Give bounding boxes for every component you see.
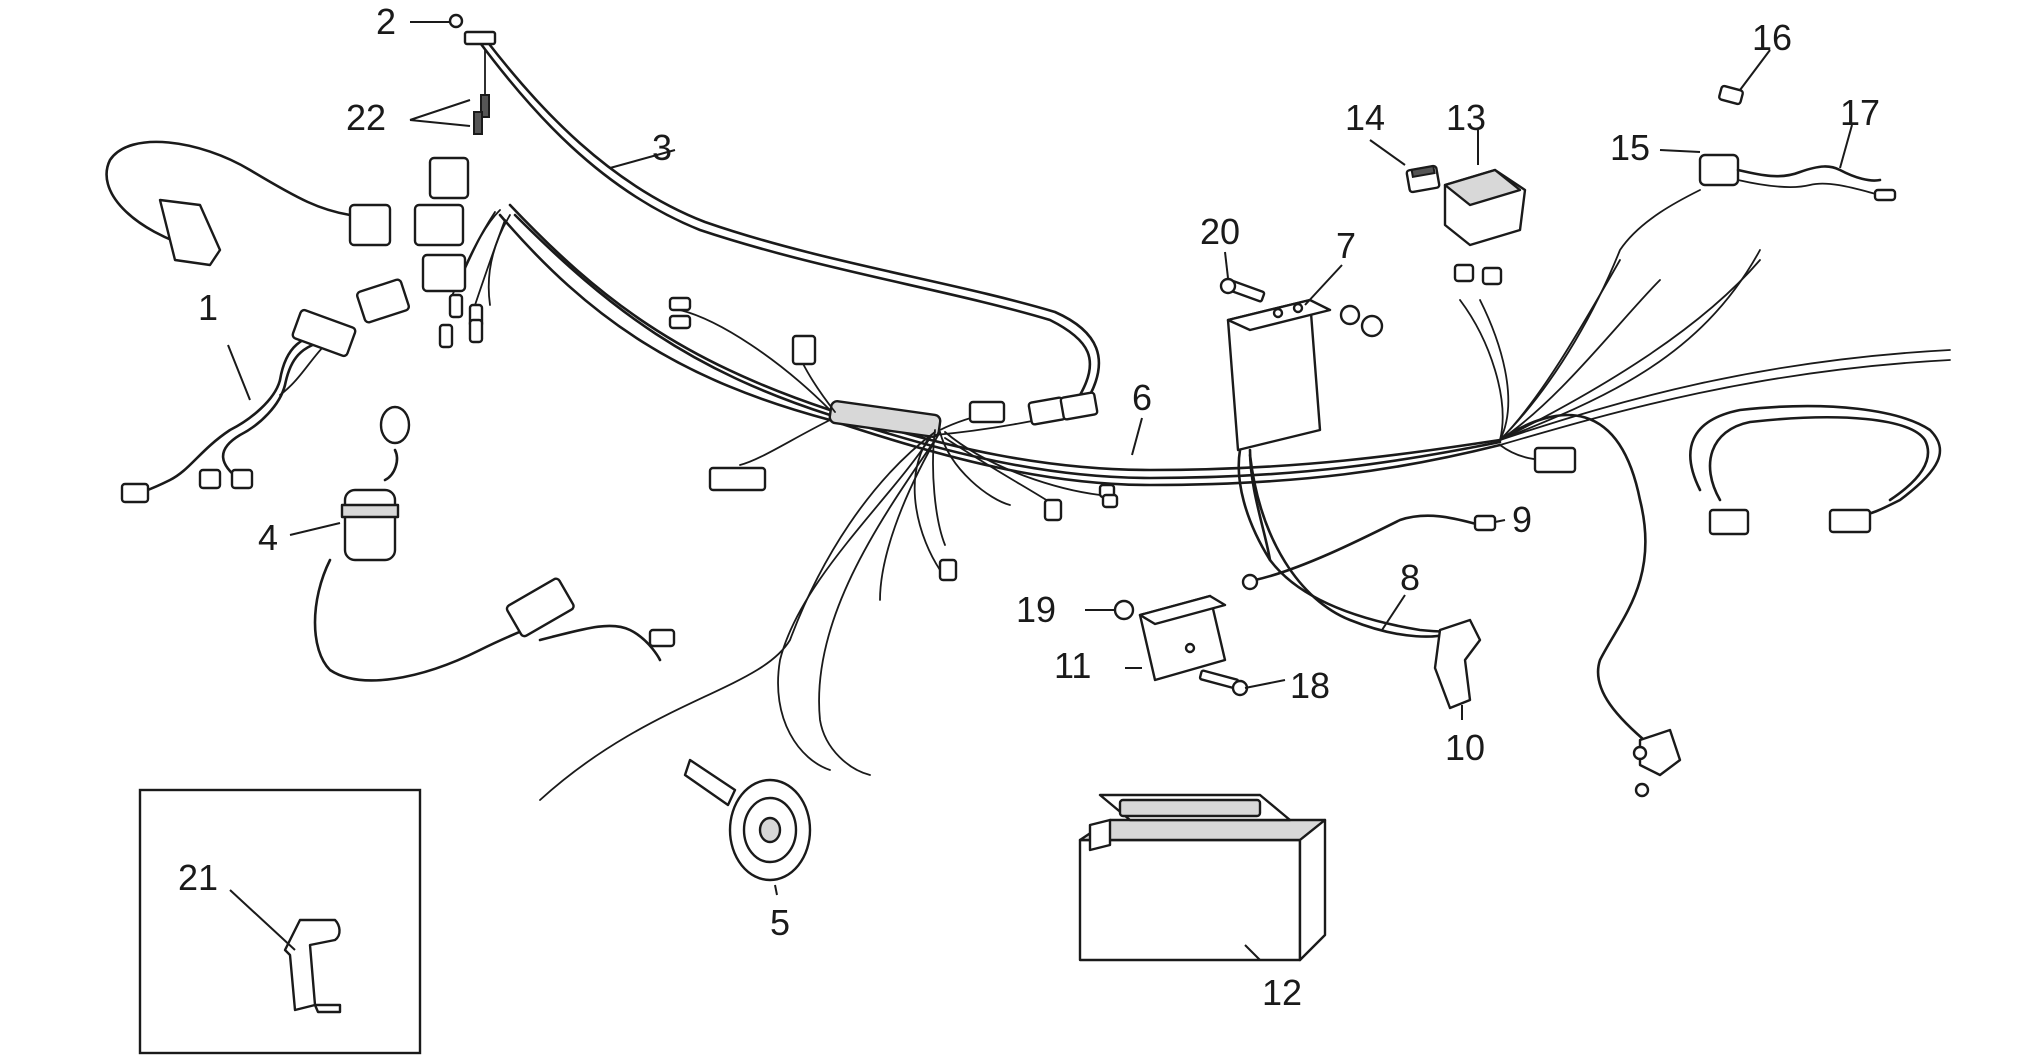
part-18-screw [1198, 669, 1249, 697]
part-13-relay [1443, 168, 1527, 286]
callout-15: 15 [1610, 127, 1650, 168]
part-17-wire [1736, 165, 1897, 202]
wire-3 [476, 38, 1101, 426]
part-12-battery [1078, 793, 1327, 962]
part-21-inset [138, 788, 422, 1055]
callout-21: 21 [178, 857, 218, 898]
callout-5: 5 [770, 902, 790, 943]
callout-2: 2 [376, 1, 396, 42]
part-4-ignition-switch [313, 405, 676, 682]
main-wiring-harness [449, 189, 1951, 801]
callout-13: 13 [1446, 97, 1486, 138]
callout-3: 3 [652, 127, 672, 168]
callouts: 1 2 3 4 5 6 7 8 9 10 11 12 13 14 15 16 1… [178, 1, 1880, 1013]
part-16-fuse [1718, 84, 1744, 106]
callout-16: 16 [1752, 17, 1792, 58]
handlebar-switch [105, 140, 484, 349]
right-suppressor-cap [1632, 728, 1682, 798]
part-2-washer [448, 13, 464, 29]
callout-10: 10 [1445, 727, 1485, 768]
callout-22: 22 [346, 97, 386, 138]
leader-lines [227, 21, 1853, 961]
part-8-ht-lead [1248, 453, 1462, 638]
part-5-horn [683, 758, 812, 882]
harness-connectors [668, 296, 1577, 582]
callout-1: 1 [198, 287, 218, 328]
part-1-harness [120, 308, 357, 504]
right-loop-harness [1689, 404, 1942, 536]
callout-8: 8 [1400, 557, 1420, 598]
callout-9: 9 [1512, 499, 1532, 540]
part-9-ground-wire [1241, 514, 1497, 591]
callout-7: 7 [1336, 225, 1356, 266]
part-7-nut [1339, 304, 1384, 338]
callout-6: 6 [1132, 377, 1152, 418]
callout-11: 11 [1054, 645, 1091, 686]
callout-18: 18 [1290, 665, 1330, 706]
part-10-spark-plug-cap [1433, 618, 1482, 710]
part-20-bolt [1219, 277, 1266, 303]
part-7-cdi-unit [1226, 298, 1462, 633]
callout-12: 12 [1262, 972, 1302, 1013]
callout-19: 19 [1016, 589, 1056, 630]
part-15-fuse-holder [1698, 153, 1740, 187]
part-22-screws [463, 30, 497, 135]
callout-20: 20 [1200, 211, 1240, 252]
callout-4: 4 [258, 517, 278, 558]
callout-14: 14 [1345, 97, 1385, 138]
part-14-fuse [1405, 164, 1441, 194]
part-11-regulator [1138, 594, 1227, 682]
callout-17: 17 [1840, 92, 1880, 133]
part-19-nut [1113, 599, 1135, 621]
